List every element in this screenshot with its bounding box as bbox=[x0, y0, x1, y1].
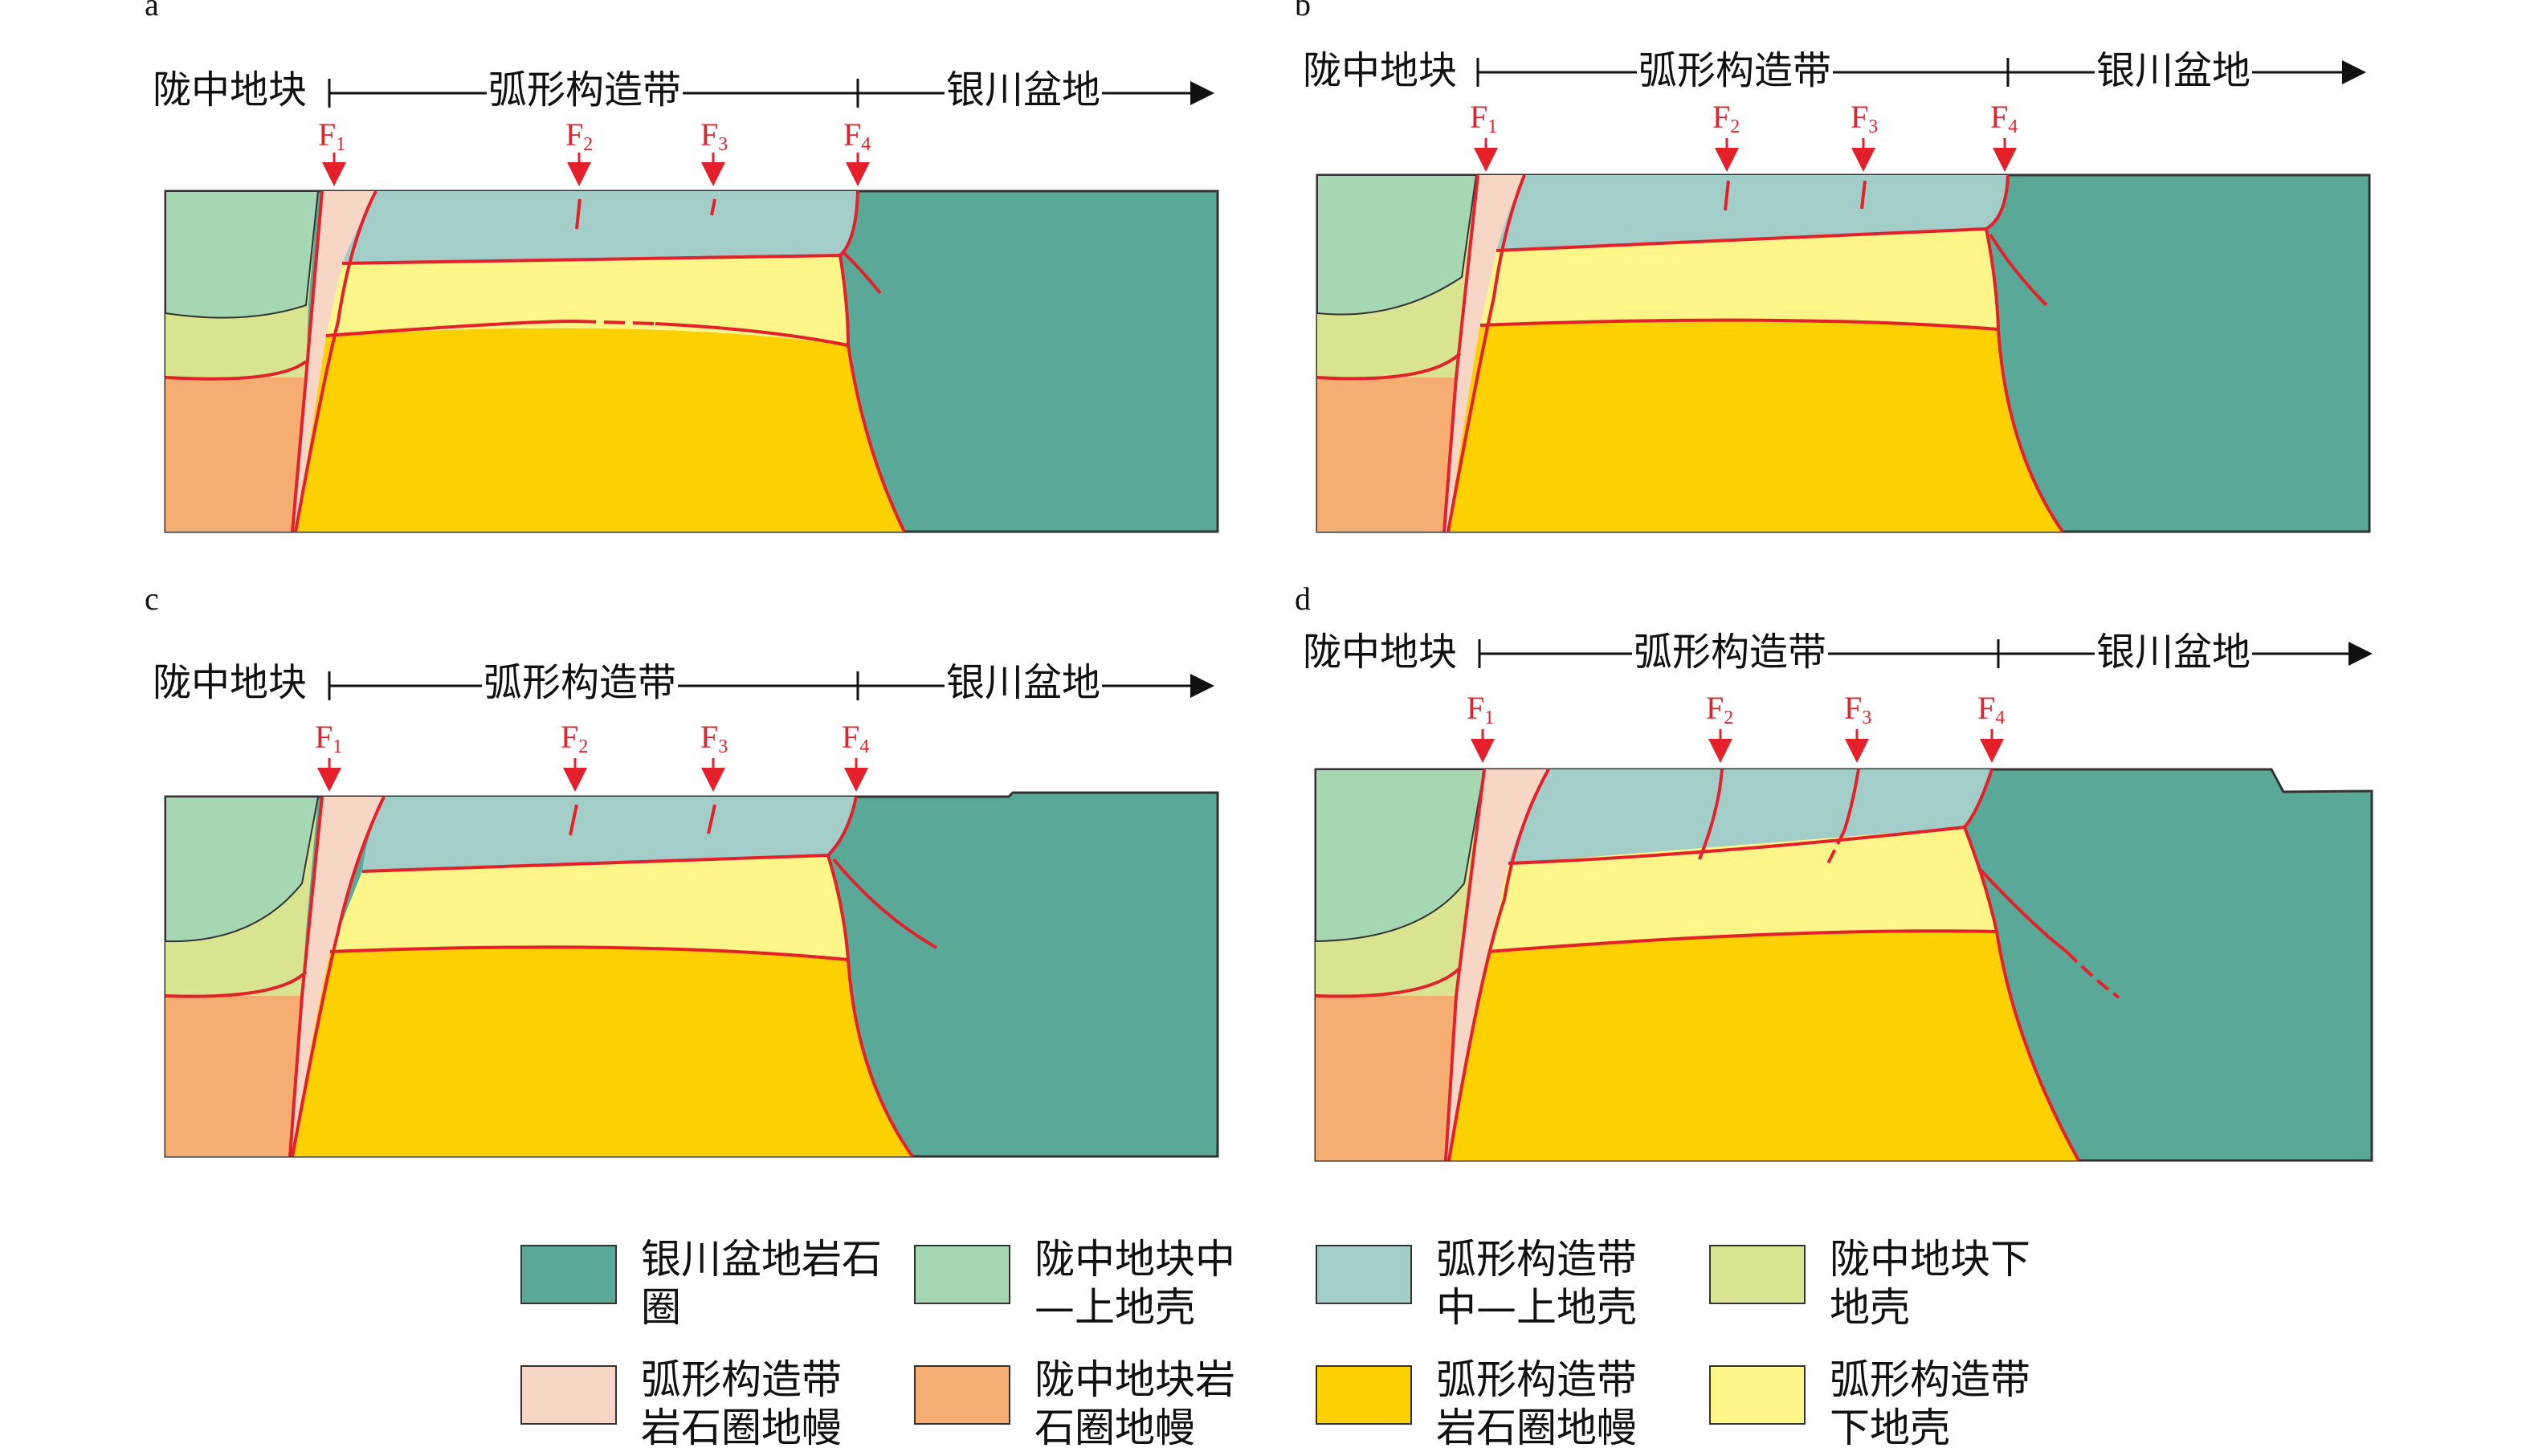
legend-label: 陇中地块下地壳 bbox=[1830, 1236, 2030, 1331]
fault-label-f4: F4 bbox=[1990, 99, 2018, 137]
fault-label-f4: F4 bbox=[842, 719, 870, 757]
legend-swatch bbox=[1709, 1245, 1806, 1304]
fault-label-f2: F2 bbox=[1706, 690, 1734, 728]
legend-swatch bbox=[1709, 1365, 1806, 1425]
fault-label-f2: F2 bbox=[1712, 99, 1740, 137]
arc-upper-crust bbox=[362, 797, 856, 871]
longzhong-mantle bbox=[1316, 996, 1456, 1160]
panel-c: c 陇中地块 弧形构造带 bbox=[145, 581, 1322, 1158]
legend-label: 陇中地块中—上地壳 bbox=[1034, 1236, 1235, 1331]
fault-label-f4: F4 bbox=[1977, 690, 2006, 728]
arc-upper-crust bbox=[1496, 175, 2008, 251]
cross-section-c bbox=[164, 671, 1219, 1158]
fault-label-f3: F3 bbox=[1851, 99, 1879, 137]
legend-label: 弧形构造带中—上地壳 bbox=[1436, 1236, 1637, 1331]
right-region-label: 银川盆地 bbox=[2095, 630, 2253, 675]
cross-section-b bbox=[1316, 58, 2371, 533]
arc-lithosphere-mantle bbox=[1449, 931, 2079, 1160]
arc-lithosphere-mantle bbox=[1448, 320, 2063, 532]
arc-lower-crust bbox=[326, 255, 848, 345]
arc-lower-crust bbox=[1480, 229, 1998, 329]
longzhong-upper-crust bbox=[1316, 174, 1478, 316]
legend-item: 弧形构造带岩石圈地幔 bbox=[1316, 1356, 1701, 1452]
longzhong-mantle bbox=[165, 377, 306, 532]
legend-item: 陇中地块岩石圈地幔 bbox=[914, 1356, 1300, 1452]
arc-lithosphere-mantle bbox=[292, 947, 912, 1156]
legend-item: 陇中地块中—上地壳 bbox=[914, 1235, 1300, 1332]
arc-upper-crust bbox=[1508, 769, 1992, 863]
cross-section-a bbox=[164, 79, 1219, 533]
longzhong-upper-crust bbox=[165, 796, 320, 943]
longzhong-mantle bbox=[165, 996, 302, 1156]
fault-label-f3: F3 bbox=[1844, 690, 1872, 728]
legend-label: 陇中地块岩石圈地幔 bbox=[1034, 1356, 1235, 1451]
fault-label-f1: F1 bbox=[318, 116, 346, 155]
cross-section-d bbox=[1314, 639, 2373, 1162]
longzhong-mantle bbox=[1317, 377, 1456, 532]
legend-swatch bbox=[520, 1245, 617, 1304]
middle-region-label: 弧形构造带 bbox=[487, 67, 684, 112]
right-region-label: 银川盆地 bbox=[945, 67, 1103, 112]
longzhong-upper-crust bbox=[1315, 769, 1486, 943]
legend-label: 弧形构造带岩石圈地幔 bbox=[1436, 1356, 1637, 1451]
left-region-label: 陇中地块 bbox=[1301, 630, 1459, 675]
legend: 银川盆地岩石圈 陇中地块中—上地壳 弧形构造带中—上地壳 陇中地块下地壳 弧形构… bbox=[520, 1235, 2127, 1452]
arc-lower-crust bbox=[330, 855, 848, 960]
panel-letter: d bbox=[1295, 581, 1311, 617]
panel-d: d bbox=[1295, 581, 2472, 1162]
legend-item: 弧形构造带中—上地壳 bbox=[1316, 1235, 1701, 1332]
legend-item: 陇中地块下地壳 bbox=[1709, 1235, 2095, 1332]
panel-letter: b bbox=[1295, 0, 1311, 22]
panel-b: b 陇中地块 弧形构造带 bbox=[1295, 0, 2472, 562]
legend-item: 弧形构造带下地壳 bbox=[1709, 1356, 2095, 1452]
fault-label-f3: F3 bbox=[700, 719, 728, 757]
right-region-label: 银川盆地 bbox=[2095, 48, 2253, 93]
middle-region-label: 弧形构造带 bbox=[1632, 630, 1829, 675]
fault-label-f2: F2 bbox=[565, 116, 594, 155]
middle-region-label: 弧形构造带 bbox=[1637, 48, 1834, 93]
panel-a: a bbox=[145, 0, 1322, 562]
fault-label-f1: F1 bbox=[1470, 99, 1498, 137]
arc-lithosphere-mantle bbox=[296, 328, 904, 532]
legend-item: 银川盆地岩石圈 bbox=[520, 1235, 906, 1332]
legend-swatch bbox=[1316, 1365, 1412, 1425]
legend-label: 弧形构造带岩石圈地幔 bbox=[641, 1356, 842, 1451]
fault-label-f1: F1 bbox=[1467, 690, 1495, 728]
fault-label-f3: F3 bbox=[700, 116, 728, 155]
left-region-label: 陇中地块 bbox=[1301, 48, 1459, 93]
left-region-label: 陇中地块 bbox=[151, 660, 309, 705]
legend-swatch bbox=[914, 1365, 1010, 1425]
fault-label-f4: F4 bbox=[843, 116, 871, 155]
legend-item: 弧形构造带岩石圈地幔 bbox=[520, 1356, 906, 1452]
panel-letter: a bbox=[145, 0, 159, 22]
panel-letter: c bbox=[145, 581, 159, 617]
fault-label-f2: F2 bbox=[561, 719, 589, 757]
fault-label-f1: F1 bbox=[315, 719, 343, 757]
arc-upper-crust bbox=[342, 191, 858, 263]
legend-swatch bbox=[520, 1365, 617, 1425]
legend-label: 银川盆地岩石圈 bbox=[641, 1236, 882, 1331]
legend-label: 弧形构造带下地壳 bbox=[1830, 1356, 2030, 1451]
longzhong-upper-crust bbox=[165, 190, 320, 319]
legend-swatch bbox=[1316, 1245, 1412, 1304]
middle-region-label: 弧形构造带 bbox=[482, 660, 679, 705]
legend-swatch bbox=[914, 1245, 1010, 1304]
left-region-label: 陇中地块 bbox=[151, 67, 309, 112]
right-region-label: 银川盆地 bbox=[945, 660, 1103, 705]
arc-mantle-wedge bbox=[1446, 769, 1549, 1160]
